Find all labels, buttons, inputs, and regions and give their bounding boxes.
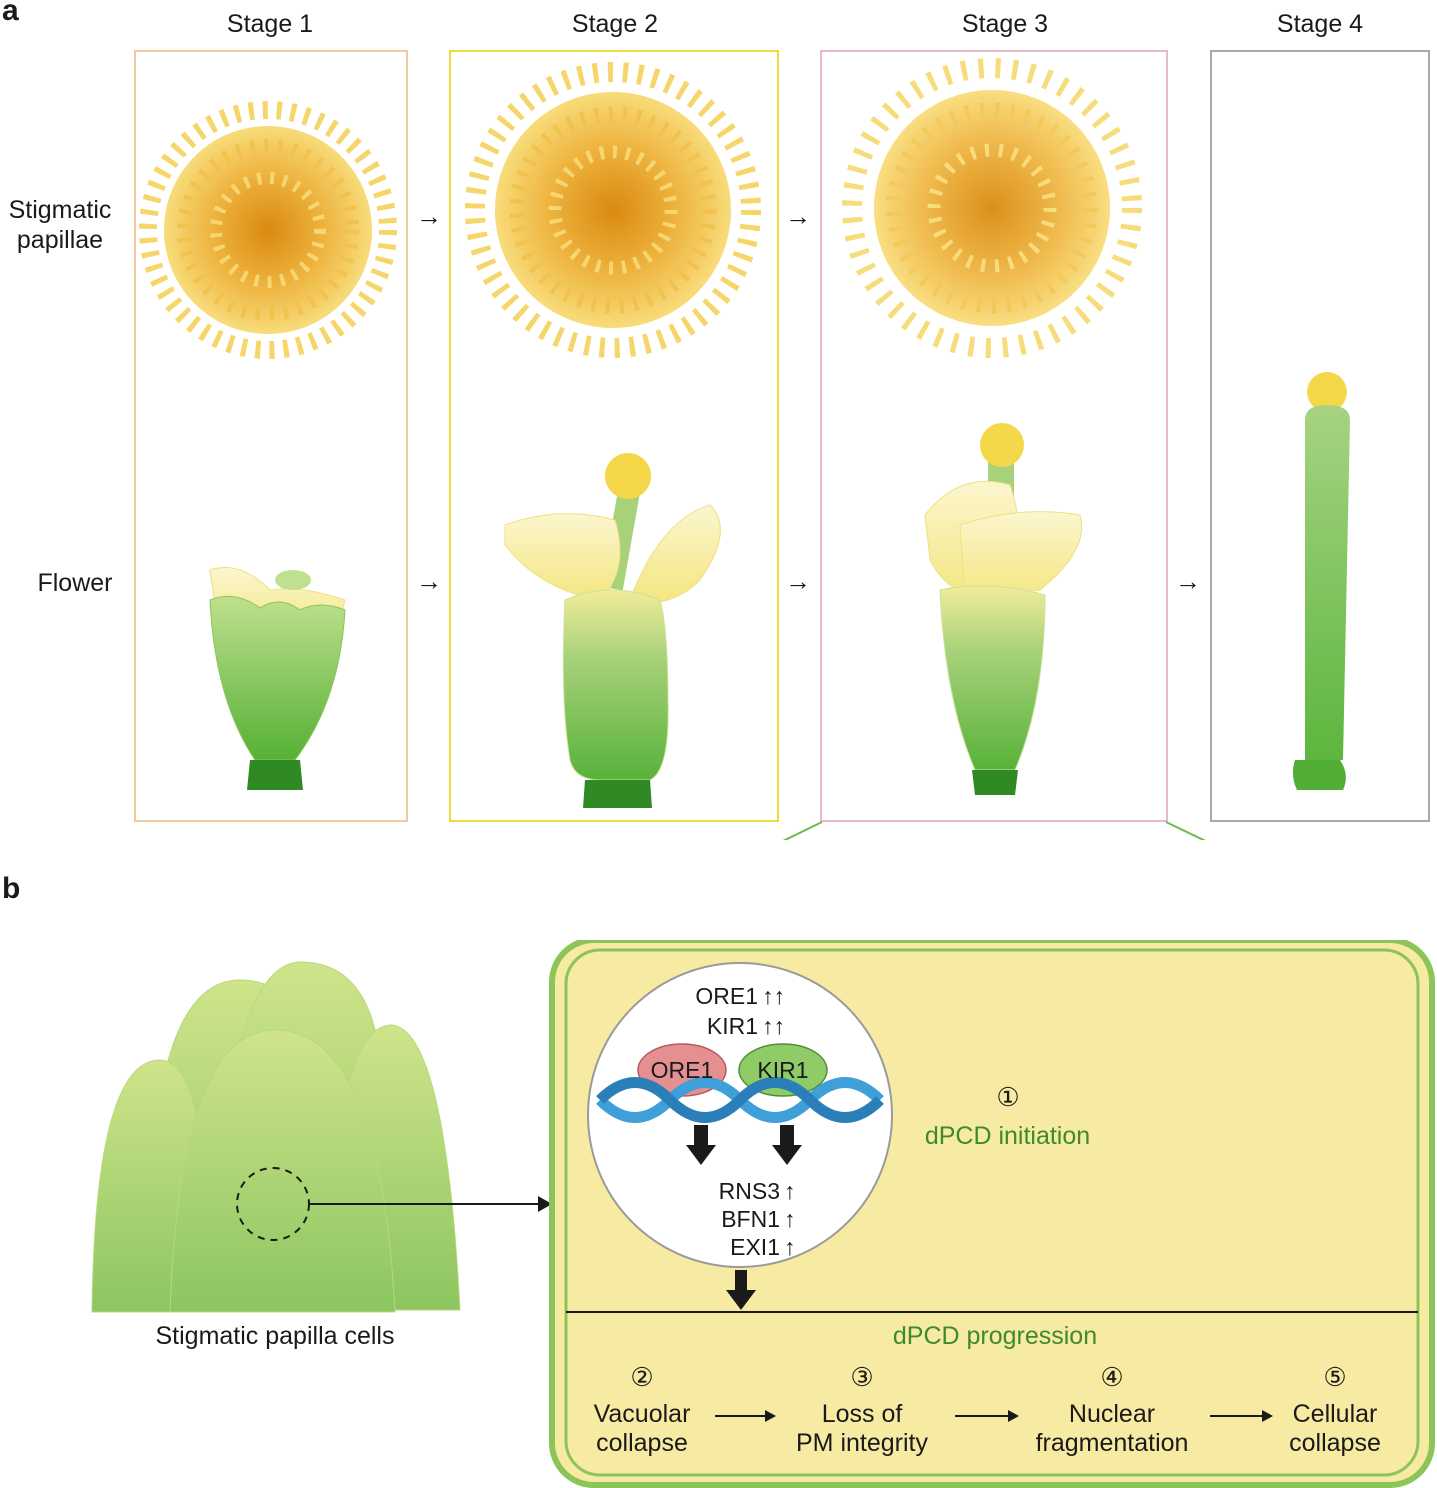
nucleus	[587, 962, 893, 1310]
gene-ore1-up: ORE1	[695, 983, 758, 1009]
stage-2-frame	[449, 50, 779, 822]
target-exi1: EXI1	[730, 1234, 780, 1260]
papilla-cells-label: Stigmatic papilla cells	[155, 1322, 395, 1350]
down-arrow-icon	[686, 1125, 716, 1165]
stage-1-papillae	[139, 101, 397, 359]
double-up-arrow-icon: ↑↑	[762, 1013, 785, 1039]
down-arrow-icon	[772, 1125, 802, 1165]
stage-1-title: Stage 1	[226, 10, 314, 38]
stage-4-frame	[1210, 50, 1430, 822]
stage-2-title: Stage 2	[571, 10, 659, 38]
panel-b-illustrations	[91, 940, 1435, 1488]
gene-kir1-up: KIR1	[706, 1013, 758, 1039]
stage-4-title: Stage 4	[1276, 10, 1364, 38]
stage-arrow-icon: →	[785, 566, 811, 596]
step-5-number: ⑤	[1323, 1362, 1347, 1392]
step-5-label: Cellular collapse	[1289, 1400, 1381, 1457]
panel-a-illustrations	[139, 58, 1350, 840]
stage-3-papillae	[842, 58, 1142, 358]
step-3-label: Loss of PM integrity	[796, 1400, 928, 1457]
arrow-head-icon	[538, 1196, 552, 1212]
kir1-label: KIR1	[757, 1057, 809, 1083]
double-up-arrow-icon: ↑↑	[762, 983, 785, 1009]
stage-arrow-icon: →	[1175, 566, 1201, 596]
stage-1-frame	[134, 50, 408, 822]
dna-helix-icon	[596, 1077, 884, 1123]
initiation-label: dPCD initiation	[924, 1122, 1091, 1150]
row-label-flower: Flower	[37, 569, 113, 597]
up-arrow-icon: ↑	[784, 1206, 796, 1232]
row-label-papillae: Stigmatic papillae	[8, 196, 112, 254]
step-4-label: Nuclear fragmentation	[1035, 1400, 1189, 1457]
stage-arrow-icon: →	[785, 201, 811, 231]
stage-3-title: Stage 3	[961, 10, 1049, 38]
stage-2-flower	[504, 453, 721, 808]
stage-3-frame	[820, 50, 1168, 822]
stage-4-pistil	[1292, 372, 1350, 790]
panel-a-letter: a	[2, 0, 19, 27]
stage-arrow-icon: →	[416, 566, 442, 596]
step-4-number: ④	[1100, 1362, 1124, 1392]
papilla-cells	[91, 961, 552, 1313]
ore1-label: ORE1	[650, 1057, 714, 1083]
stage-3-flower	[924, 423, 1083, 795]
step-2-number: ②	[630, 1362, 654, 1392]
step-2-label: Vacuolar collapse	[593, 1400, 691, 1457]
initiation-number: ①	[996, 1082, 1020, 1112]
down-arrow-icon	[726, 1270, 756, 1310]
up-arrow-icon: ↑	[784, 1178, 796, 1204]
target-bfn1: BFN1	[721, 1206, 780, 1232]
progression-label: dPCD progression	[892, 1322, 1098, 1350]
stage-arrow-icon: →	[416, 201, 442, 231]
panel-b-letter: b	[2, 872, 21, 905]
target-rns3: RNS3	[718, 1178, 780, 1204]
step-3-number: ③	[850, 1362, 874, 1392]
up-arrow-icon: ↑	[784, 1234, 796, 1260]
progression-arrows	[715, 1410, 1273, 1422]
stage-1-flower	[209, 567, 346, 790]
stage-2-papillae	[465, 62, 761, 358]
